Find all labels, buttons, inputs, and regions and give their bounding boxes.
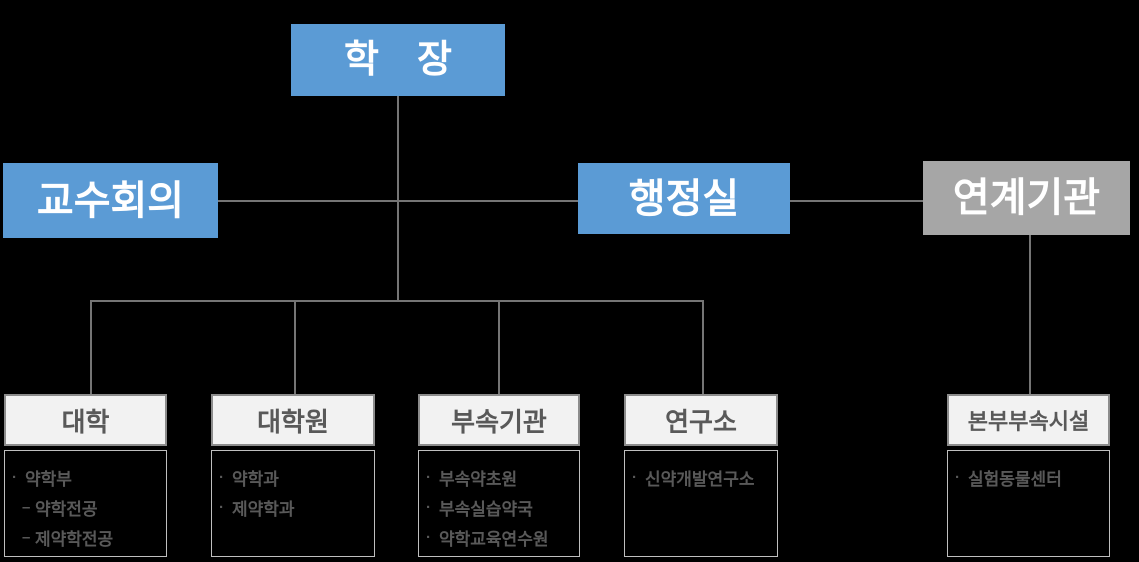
group-hq-facilities: 본부부속시설 · 실험동물센터	[947, 394, 1110, 557]
group-research-institute: 연구소 · 신약개발연구소	[624, 394, 778, 557]
bullet-icon: ·	[426, 528, 431, 546]
bullet-icon: ·	[632, 468, 637, 486]
org-item: · 실험동물센터	[955, 462, 1107, 492]
org-item-label: 신약개발연구소	[645, 469, 755, 489]
admin-office-box: 행정실	[578, 163, 790, 234]
bullet-icon: ·	[955, 468, 960, 486]
org-item: · 신약개발연구소	[632, 462, 775, 492]
group-college: 대학 · 약학부 – 약학전공 – 제약학전공	[4, 394, 167, 557]
group-graduate-school-header: 대학원	[211, 394, 375, 446]
group-hq-facilities-body: · 실험동물센터	[947, 450, 1110, 557]
connector-dean-vertical	[397, 96, 399, 301]
bullet-icon: ·	[426, 468, 431, 486]
bullet-icon: ·	[219, 498, 224, 516]
affiliated-org-label: 연계기관	[952, 176, 1101, 220]
connector-admin-affiliated	[790, 200, 923, 202]
dash-icon: –	[22, 498, 31, 516]
group-college-header: 대학	[4, 394, 167, 446]
dean-label: 학 장	[344, 39, 452, 81]
faculty-council-box: 교수회의	[3, 163, 218, 238]
dean-box: 학 장	[291, 24, 505, 96]
admin-office-label: 행정실	[628, 176, 740, 221]
bullet-icon: ·	[426, 498, 431, 516]
group-graduate-school-body: · 약학과 · 제약학과	[211, 450, 375, 557]
group-attached-institutions-header: 부속기관	[418, 394, 580, 446]
connector-drop-research	[702, 300, 704, 394]
org-item: · 약학과	[219, 462, 372, 492]
org-item-label: 약학부	[25, 469, 72, 489]
group-graduate-school: 대학원 · 약학과 · 제약학과	[211, 394, 375, 557]
connector-affiliated-vertical	[1029, 235, 1031, 394]
org-item: – 제약학전공	[12, 522, 164, 552]
org-item-label: 제약학전공	[35, 529, 114, 549]
group-college-body: · 약학부 – 약학전공 – 제약학전공	[4, 450, 167, 557]
org-item-label: 부속약초원	[439, 469, 518, 489]
org-item: · 약학부	[12, 462, 164, 492]
group-attached-institutions-body: · 부속약초원 · 부속실습약국 · 약학교육연수원	[418, 450, 580, 557]
group-title: 연구소	[665, 406, 737, 437]
connector-distribution	[90, 300, 704, 302]
group-research-institute-header: 연구소	[624, 394, 778, 446]
org-item-label: 제약학과	[232, 499, 295, 519]
org-item: – 약학전공	[12, 492, 164, 522]
org-item: · 부속약초원	[426, 462, 577, 492]
connector-drop-attached	[498, 300, 500, 394]
connector-drop-college	[90, 300, 92, 394]
group-title: 대학	[61, 406, 110, 437]
org-item: · 부속실습약국	[426, 492, 577, 522]
bullet-icon: ·	[12, 468, 17, 486]
org-item-label: 약학전공	[35, 499, 98, 519]
org-item-label: 약학교육연수원	[439, 529, 549, 549]
org-item-label: 실험동물센터	[968, 469, 1062, 489]
org-item-label: 약학과	[232, 469, 279, 489]
group-attached-institutions: 부속기관 · 부속약초원 · 부속실습약국 · 약학교육연수원	[418, 394, 580, 557]
connector-drop-graduate	[294, 300, 296, 394]
group-title: 본부부속시설	[967, 409, 1090, 434]
faculty-council-label: 교수회의	[36, 178, 185, 223]
group-hq-facilities-header: 본부부속시설	[947, 394, 1110, 446]
connector-faculty-admin	[218, 200, 578, 202]
group-research-institute-body: · 신약개발연구소	[624, 450, 778, 557]
group-title: 부속기관	[451, 406, 547, 437]
group-title: 대학원	[257, 406, 329, 437]
bullet-icon: ·	[219, 468, 224, 486]
org-item: · 제약학과	[219, 492, 372, 522]
affiliated-org-box: 연계기관	[923, 161, 1130, 235]
dash-icon: –	[22, 528, 31, 546]
org-item: · 약학교육연수원	[426, 522, 577, 552]
org-item-label: 부속실습약국	[439, 499, 533, 519]
